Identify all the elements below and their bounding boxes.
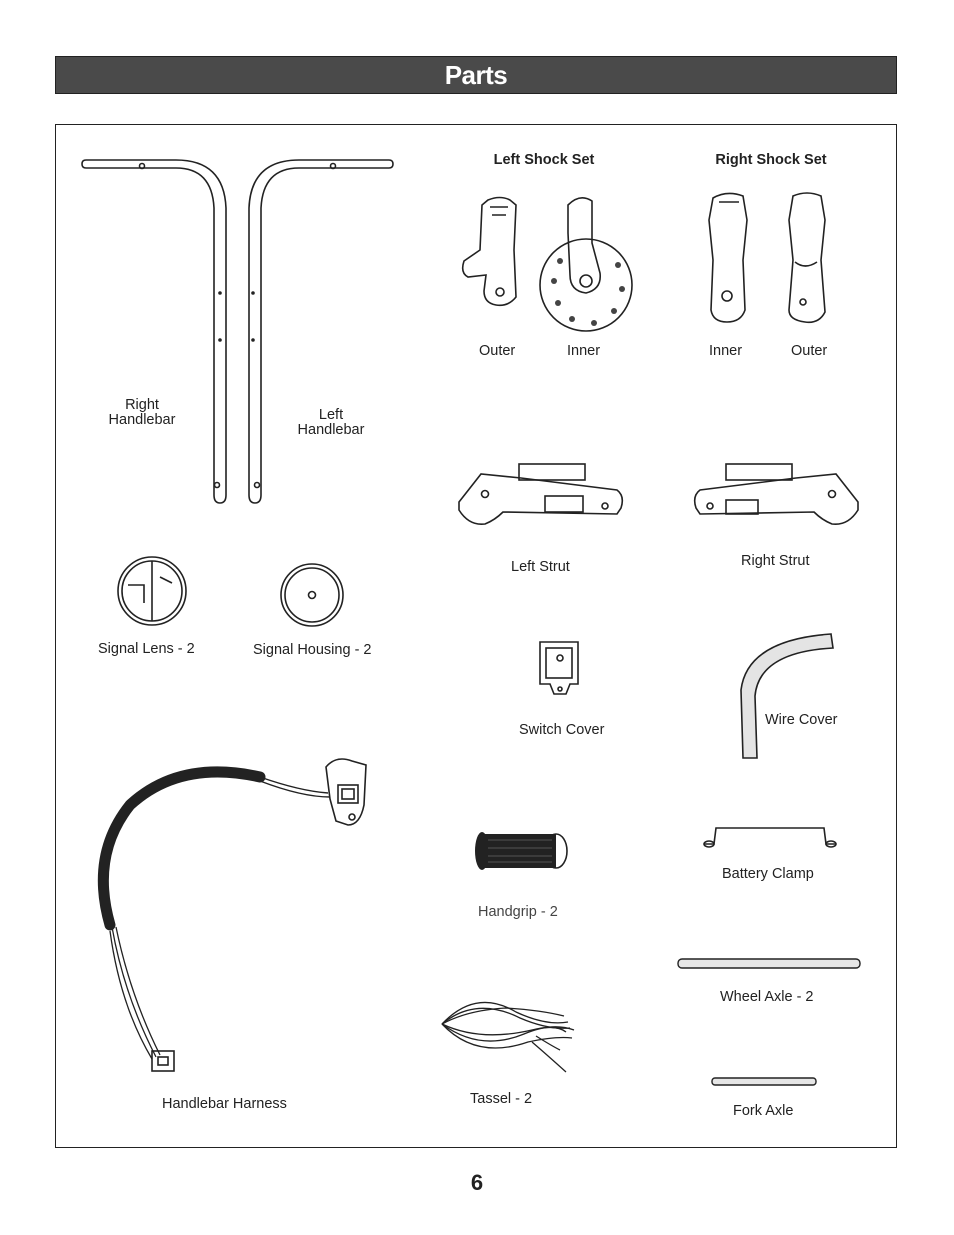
signal-lens-icon <box>117 556 187 626</box>
right-inner-label: Inner <box>709 343 743 359</box>
shock-outer-icon <box>788 192 826 324</box>
left-outer-label: Outer <box>479 343 516 359</box>
left-handlebar-label: Left Handlebar <box>297 407 365 438</box>
section-header: Parts <box>55 56 897 94</box>
handgrip-label: Handgrip - 2 <box>478 904 558 920</box>
strut-icon <box>693 463 859 526</box>
handlebar-right-icon <box>81 159 227 504</box>
tassel-icon <box>441 1001 575 1073</box>
page-title: Parts <box>444 60 508 90</box>
fork-axle-label: Fork Axle <box>733 1103 794 1119</box>
axle-icon <box>711 1077 817 1086</box>
battery-clamp-icon <box>703 827 837 848</box>
parts-frame <box>55 124 897 1148</box>
harness-icon <box>97 758 367 1072</box>
axle-icon <box>677 958 861 969</box>
right-shock-set-heading: Right Shock Set <box>715 152 827 168</box>
signal-housing-label: Signal Housing - 2 <box>253 642 372 658</box>
switch-cover-label: Switch Cover <box>519 722 605 738</box>
wire-cover-icon <box>740 633 834 759</box>
handlebar-harness-label: Handlebar Harness <box>162 1096 287 1112</box>
left-shock-set-heading: Left Shock Set <box>493 152 595 168</box>
strut-icon <box>458 463 624 526</box>
right-strut-label: Right Strut <box>741 553 810 569</box>
tassel-label: Tassel - 2 <box>470 1091 533 1107</box>
handlebar-left-icon <box>248 159 394 504</box>
battery-clamp-label: Battery Clamp <box>722 866 814 882</box>
shock-outer-icon <box>461 196 517 307</box>
left-strut-label: Left Strut <box>511 559 570 575</box>
wheel-axle-label: Wheel Axle - 2 <box>720 989 814 1005</box>
right-handlebar-label: Right Handlebar <box>108 397 176 428</box>
switch-cover-icon <box>539 641 579 695</box>
signal-housing-icon <box>280 563 344 627</box>
page-number: 6 <box>470 1170 484 1195</box>
signal-lens-label: Signal Lens - 2 <box>98 641 195 657</box>
handgrip-icon <box>475 832 568 870</box>
shock-inner-icon <box>708 192 748 323</box>
shock-inner-icon <box>539 197 633 332</box>
right-outer-label: Outer <box>791 343 828 359</box>
wire-cover-label: Wire Cover <box>765 712 838 728</box>
left-inner-label: Inner <box>567 343 601 359</box>
